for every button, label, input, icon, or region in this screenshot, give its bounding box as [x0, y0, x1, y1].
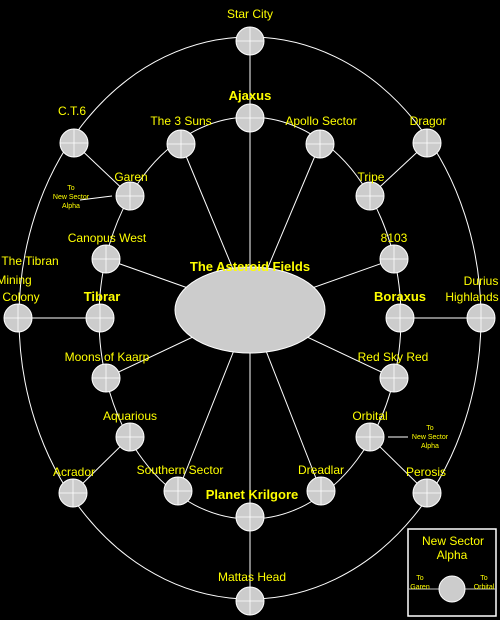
orbital-node[interactable]: [355, 422, 385, 452]
apollo-sector-label: Apollo Sector: [285, 114, 356, 128]
tibran-label-line1: The Tibran: [1, 254, 58, 268]
the-3-suns-node[interactable]: [166, 129, 196, 159]
mattas-head-node[interactable]: [235, 586, 265, 616]
ajaxus-node[interactable]: [235, 103, 265, 133]
tibrar-node[interactable]: [85, 303, 115, 333]
n8103-node[interactable]: [379, 244, 409, 274]
legend-right-line2: Orbital: [474, 584, 495, 591]
tibran-label-line3: Colony: [2, 290, 39, 304]
tibrar-label: Tibrar: [84, 289, 121, 304]
red-sky-red-label: Red Sky Red: [358, 350, 429, 364]
tripe-label: Tripe: [358, 170, 385, 184]
garen-note-line2: New Sector: [53, 194, 90, 201]
planet-krilgore-label: Planet Krilgore: [206, 487, 298, 502]
legend-box: New Sector Alpha To Garen To Orbital: [407, 528, 497, 617]
southern-sector-label: Southern Sector: [137, 463, 224, 477]
dreadlar-label: Dreadlar: [298, 463, 344, 477]
legend-left-line1: To: [416, 575, 424, 582]
ct6-node[interactable]: [59, 128, 89, 158]
the-3-suns-label: The 3 Suns: [150, 114, 211, 128]
orbital-label: Orbital: [352, 409, 387, 423]
garen-note-line3: Alpha: [62, 203, 80, 210]
apollo-sector-node[interactable]: [305, 129, 335, 159]
aquarious-label: Aquarious: [103, 409, 157, 423]
perosis-node[interactable]: [412, 478, 442, 508]
ajaxus-label: Ajaxus: [229, 88, 272, 103]
aquarious-node[interactable]: [115, 422, 145, 452]
durius-label-line1: Durius: [464, 274, 499, 288]
legend-right-line1: To: [480, 575, 488, 582]
orbital-note-line2: New Sector: [412, 434, 449, 441]
n8103-label: 8103: [381, 231, 408, 245]
red-sky-red-node[interactable]: [379, 363, 409, 393]
ct6-label: C.T.6: [58, 104, 86, 118]
dreadlar-node[interactable]: [306, 476, 336, 506]
planet-krilgore-node[interactable]: [235, 502, 265, 532]
perosis-label: Perosis: [406, 465, 446, 479]
orbital-note-line3: Alpha: [421, 443, 439, 450]
canopus-west-node[interactable]: [91, 244, 121, 274]
tibran-label-line2: Mining: [0, 273, 32, 287]
moons-of-kaarp-node[interactable]: [91, 363, 121, 393]
boraxus-label: Boraxus: [374, 289, 426, 304]
dragor-node[interactable]: [412, 128, 442, 158]
garen-note-line1: To: [67, 185, 75, 192]
tibran-node[interactable]: [3, 303, 33, 333]
orbital-note-line1: To: [426, 425, 434, 432]
star-city-label: Star City: [227, 7, 273, 21]
acrador-node[interactable]: [58, 478, 88, 508]
legend-title-line1: New Sector: [422, 534, 484, 548]
durius-label-line2: Highlands: [445, 290, 498, 304]
garen-node[interactable]: [115, 181, 145, 211]
acrador-label: Acrador: [53, 465, 95, 479]
canopus-west-label: Canopus West: [68, 231, 147, 245]
moons-of-kaarp-label: Moons of Kaarp: [65, 350, 150, 364]
boraxus-node[interactable]: [385, 303, 415, 333]
legend-node: [438, 575, 466, 603]
tripe-node[interactable]: [355, 181, 385, 211]
star-city-node[interactable]: [235, 26, 265, 56]
mattas-head-label: Mattas Head: [218, 570, 286, 584]
legend-left-line2: Garen: [410, 584, 430, 591]
asteroid-fields-label: The Asteroid Fields: [190, 259, 310, 274]
asteroid-field[interactable]: [174, 266, 326, 354]
legend-title-line2: Alpha: [437, 548, 468, 562]
southern-sector-node[interactable]: [163, 476, 193, 506]
garen-label: Garen: [114, 170, 147, 184]
dragor-label: Dragor: [410, 114, 447, 128]
durius-node[interactable]: [466, 303, 496, 333]
